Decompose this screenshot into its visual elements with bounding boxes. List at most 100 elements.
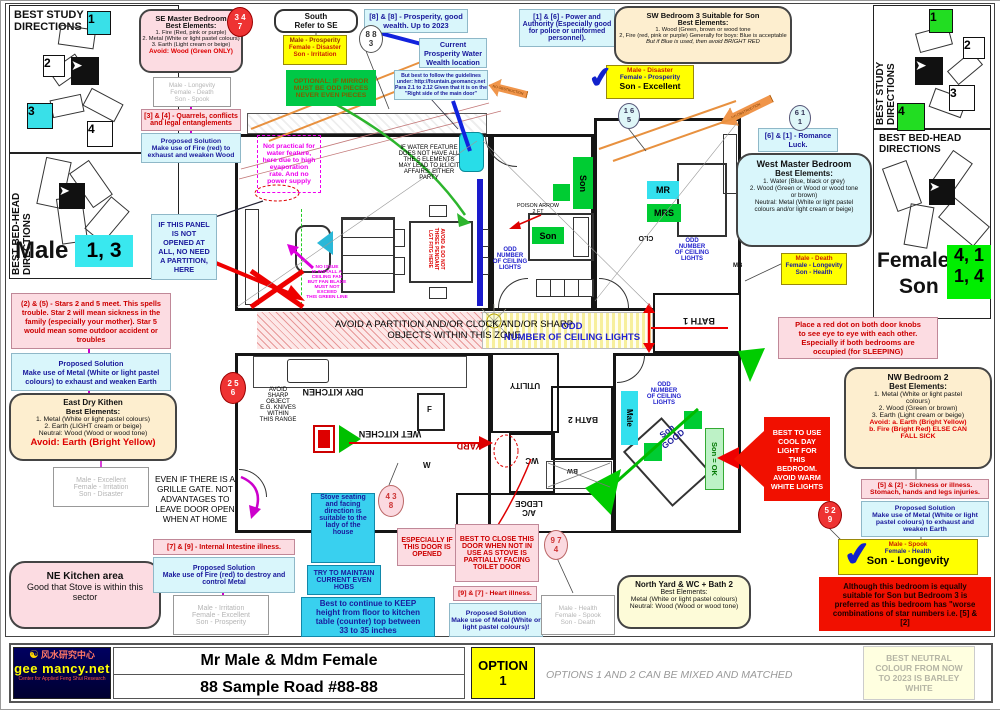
note-intestine: [7] & [9] - Internal Intestine illness. [153,539,295,555]
master-wardrobe [723,134,737,194]
triad-line: Male - Prosperity [289,37,341,44]
mrs-label: MRS [647,204,681,222]
red-arrow-left [717,447,739,469]
solution-se: Proposed Solution Make use of Fire (red)… [141,133,241,163]
odd-lights-small: ODD NUMBER OF CEILING LIGHTS [674,238,710,262]
triad-line: Son - Death [560,618,596,626]
note-ceiling-fan: NO ISSUE IF INSTALL A CEILING FAN BUT FA… [306,264,348,300]
study-dir-4: 4 [897,103,925,131]
green-spot [553,184,570,201]
triad-line: Son - Spook [174,95,210,103]
logo-subtitle: Center for Applied Feng Shui Research [18,676,106,682]
note-stars-2-5: (2) & (5) - Stars 2 and 5 meet. This spe… [11,293,171,349]
north-yard-title: North Yard & WC + Bath 2 [635,580,733,589]
odd-lights-band [482,312,653,349]
triad-line: Son - Excellent [619,81,681,91]
green-spot [644,443,662,461]
room-label-utility: UTILITY [509,381,541,390]
checkmark-icon: ✔ [841,534,874,574]
note-close-door: BEST TO CLOSE THIS DOOR WHEN NOT IN USE … [455,524,539,582]
study-dir-4: 4 [87,121,113,147]
room-label-bw: BW [567,467,578,474]
star-circle-438: 4 3 8 [378,485,404,517]
nw-bedroom2-body: 1. Metal (White or light pastel colours)… [871,391,965,419]
female-directions-label: Female [877,249,950,272]
study-dir-2: 2 [963,37,985,59]
study-dir-3: 3 [949,85,975,111]
note-water-feature-not: Not practical for water feature, here du… [257,135,321,193]
triad-line: Male - Longevity [168,81,216,89]
son-desk-label: Son [573,157,593,209]
study-dir-1: 1 [929,9,953,33]
solution-ne: Proposed Solution Make use of Fire (red)… [153,557,295,593]
se-master-sub: Best Elements: [165,23,217,30]
study-dir-1: 1 [87,11,111,35]
kitchen-counter [253,356,467,388]
master-bed [677,163,727,237]
triad-se: Male - Longevity Female - Death Son - Sp… [153,77,231,107]
son-bed-label: Son [532,227,564,244]
odd-lights-small: ODD NUMBER OF CEILING LIGHTS [492,247,528,271]
triad-line: Female - Excellent [192,611,250,619]
option-value: 1 [499,673,507,688]
triad-line: Female - Spook [555,611,601,619]
fridge [417,393,445,431]
directions-values: 4, 1 1, 4 [947,245,991,299]
sw-bedroom3-box: SW Bedroom 3 Suitable for Son Best Eleme… [614,6,792,64]
sw-bedroom3-note: But if Blue is used, then avoid BRIGHT R… [646,39,760,45]
avoid-zone-hatch [257,312,482,349]
nw-bedroom2-box: NW Bedroom 2 Best Elements: 1. Metal (Wh… [844,367,992,469]
triad-line: Son - Longevity [866,555,950,567]
triad-line: Female - Disaster [288,44,342,51]
room-label-bath1: BATH 1 [683,316,715,326]
bedroom3-pillow [573,217,589,257]
right-bedhead-title: BEST BED-HEAD DIRECTIONS [879,133,962,155]
triad-north: Male - Health Female - Spook Son - Death [541,595,615,635]
logo-chinese: 风水研究中心 [40,650,95,660]
note-poison-arrow: POISON ARROW 2 FT [516,203,560,215]
east-kitchen-title: East Dry Kithen [63,398,123,407]
triad-line: Male - Excellent [76,476,126,484]
study-dir-2: 2 [43,55,65,77]
ne-kitchen-body: Good that Stove is within this sector [26,582,144,602]
cyan-triangle [317,231,333,255]
sw-bedroom3-body: 1. Wood (Green, brown or wood tone 2, Fi… [619,27,787,39]
triad-line: Male - Health [558,604,598,612]
neutral-colour-note: BEST NEUTRAL COLOUR FROM NOW TO 2023 IS … [863,646,975,700]
note-avoid-sharp: AVOID SHARP OBJECT E.G. KNIVES WITHIN TH… [259,387,297,423]
star-circle-974: 9 7 4 [544,530,568,560]
room-label-f: F [427,405,432,414]
title-owner: Mr Male & Mdm Female [114,648,464,675]
note-red-dot: Place a red dot on both door knobs to se… [778,317,938,359]
note-quarrels: [3] & [4] - Quarrels, conflicts and lega… [141,109,241,131]
room-label-wet-kitchen: WET KITCHEN [358,429,422,439]
west-master-sub: Best Elements: [775,169,833,178]
right-study-title-text: BEST STUDY DIRECTIONS [875,61,897,125]
stove-seat-box: Stove seating and facing direction is su… [311,493,375,563]
compass-icon: ➤ [915,57,943,85]
note-grille-gate: EVEN IF THERE IS A GRILLE GATE. NOT ADVA… [154,474,236,524]
male-directions-label: Male [15,237,69,264]
triad-line: Son - Prosperity [195,618,247,626]
counter-height-box: Best to continue to KEEP height from flo… [301,597,435,637]
star-circle-165: 1 6 5 [618,103,640,129]
triad-sw: Male - Disaster Female - Prosperity Son … [606,65,694,99]
dining-chair [429,287,447,299]
yinyang-icon: ☯ [29,649,39,661]
north-yard-sub: Best Elements: [660,589,708,596]
nw-bedroom2-title: NW Bedroom 2 [887,372,949,382]
note-mirror: OPTIONAL: IF MIRROR MUST BE ODD PIECES N… [286,70,376,106]
triad-line: Male - Spook [888,541,928,548]
se-master-body: 1. Fire (Red, pink or purple) 2. Metal (… [142,30,240,48]
triad-line: Female - Longevity [785,262,843,269]
triad-line: Female - Prosperity [619,74,681,81]
stove-hob [313,425,335,453]
east-kitchen-box: East Dry Kithen Best Elements: 1. Metal … [9,393,177,461]
compass-icon: ➤ [59,183,85,209]
right-study-title: BEST STUDY DIRECTIONS [875,9,899,125]
note-sickness: [5] & [2] - Sickness or illness. Stomach… [861,479,989,499]
se-master-title: SE Master Bedroom [155,14,227,23]
female-directions-values: 4, 1 [953,245,985,265]
son-directions-values: 1, 4 [953,266,985,286]
balcony [247,113,487,134]
